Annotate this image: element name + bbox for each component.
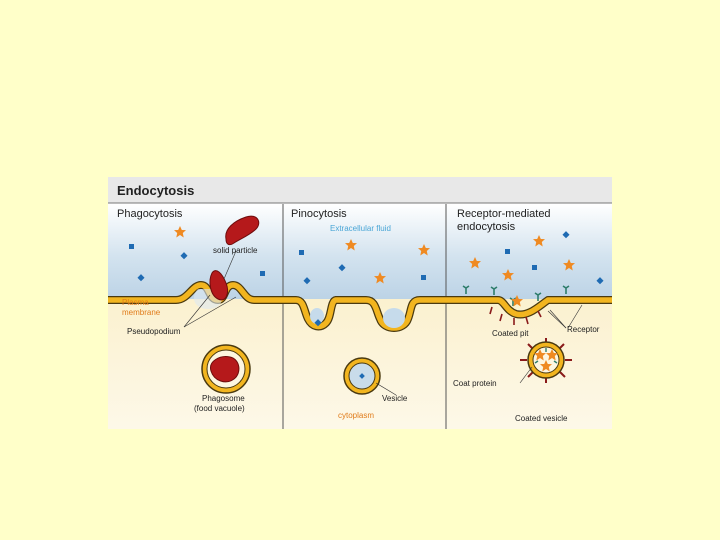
- phagosome-label-1: Phagosome: [202, 394, 245, 403]
- molecule-square: [338, 264, 346, 272]
- molecule-square: [505, 249, 510, 254]
- molecule-square: [303, 277, 311, 285]
- coated-vesicle-label: Coated vesicle: [515, 414, 568, 423]
- extracellular-fluid-label: Extracellular fluid: [330, 224, 391, 233]
- pinocytosis-panel: [299, 239, 430, 396]
- coat-protein-label: Coat protein: [453, 379, 497, 388]
- title-bar: [108, 177, 612, 203]
- endocytosis-figure: Endocytosis Phagocytosis solid particle …: [108, 177, 612, 429]
- solid-particle: [225, 215, 260, 246]
- receptor-mediated-panel: [462, 231, 604, 384]
- vesicle-label: Vesicle: [382, 394, 408, 403]
- pseudopodium-label: Pseudopodium: [127, 327, 181, 336]
- solid-particle-label: solid particle: [213, 246, 258, 255]
- phagocytosis-panel: [129, 215, 265, 394]
- receptor: [462, 285, 570, 306]
- receptor-mediated-heading-2: endocytosis: [457, 221, 516, 233]
- molecule-square: [562, 231, 570, 239]
- molecule-square: [596, 277, 604, 285]
- phagosome-label-2: (food vacuole): [194, 404, 245, 413]
- endocytosis-diagram: Endocytosis Phagocytosis solid particle …: [108, 177, 612, 429]
- receptor-label: Receptor: [567, 325, 600, 334]
- molecule-square: [129, 244, 134, 249]
- molecule-square: [299, 250, 304, 255]
- molecule-square: [180, 252, 188, 260]
- figure-title: Endocytosis: [117, 183, 194, 198]
- molecule-square: [532, 265, 537, 270]
- coated-vesicle: [520, 338, 572, 383]
- coated-pit-label: Coated pit: [492, 329, 529, 338]
- receptor-mediated-heading-1: Receptor-mediated: [457, 208, 551, 220]
- extracellular-fluid-region: [108, 204, 612, 299]
- plasma-membrane-label-1: Plasma: [122, 298, 149, 307]
- phagocytosis-heading: Phagocytosis: [117, 208, 183, 220]
- molecule-square: [260, 271, 265, 276]
- coat-protein: [489, 306, 542, 325]
- molecule-square: [421, 275, 426, 280]
- plasma-membrane-label-2: membrane: [122, 308, 161, 317]
- pinocytosis-heading: Pinocytosis: [291, 208, 347, 220]
- engulfed-particle: [209, 270, 229, 301]
- cytoplasm-label: cytoplasm: [338, 411, 374, 420]
